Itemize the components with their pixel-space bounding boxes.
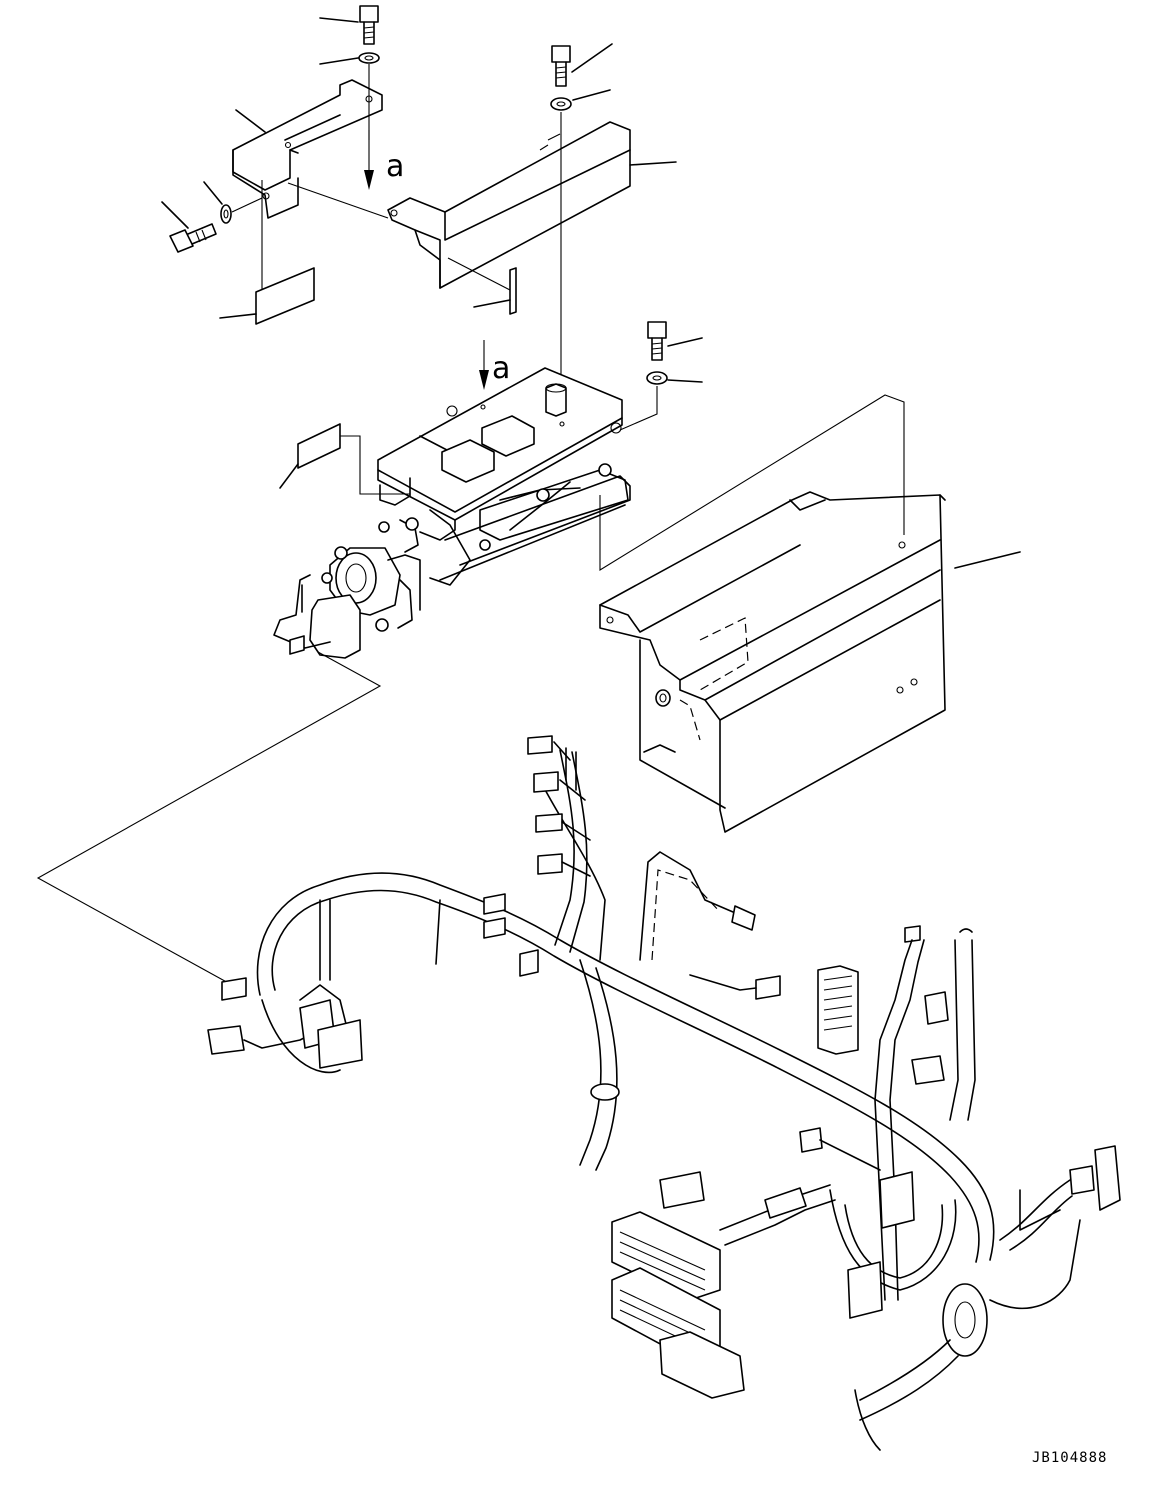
caution-label-icon xyxy=(473,267,517,315)
arrow-label-a-mid: a xyxy=(492,351,510,386)
caution-label-icon xyxy=(279,423,410,495)
left-cover-bracket xyxy=(232,79,383,278)
washer-icon xyxy=(319,52,380,65)
right-cover-bracket xyxy=(287,121,677,291)
hex-bolt-icon xyxy=(161,201,217,253)
hex-bolt-icon xyxy=(319,5,379,45)
wiring-harness xyxy=(207,735,1121,1451)
washer-icon xyxy=(203,181,232,224)
control-lever-mechanism xyxy=(273,367,631,659)
hex-bolt-icon xyxy=(647,321,703,361)
hex-bolt-icon xyxy=(551,43,613,87)
drawing-code: JB104888 xyxy=(1032,1450,1107,1466)
caution-label-icon xyxy=(219,267,315,325)
control-box-panel xyxy=(599,491,1021,833)
arrow-label-a-top: a xyxy=(386,149,404,184)
washer-icon xyxy=(550,89,611,111)
washer-icon xyxy=(646,371,703,385)
